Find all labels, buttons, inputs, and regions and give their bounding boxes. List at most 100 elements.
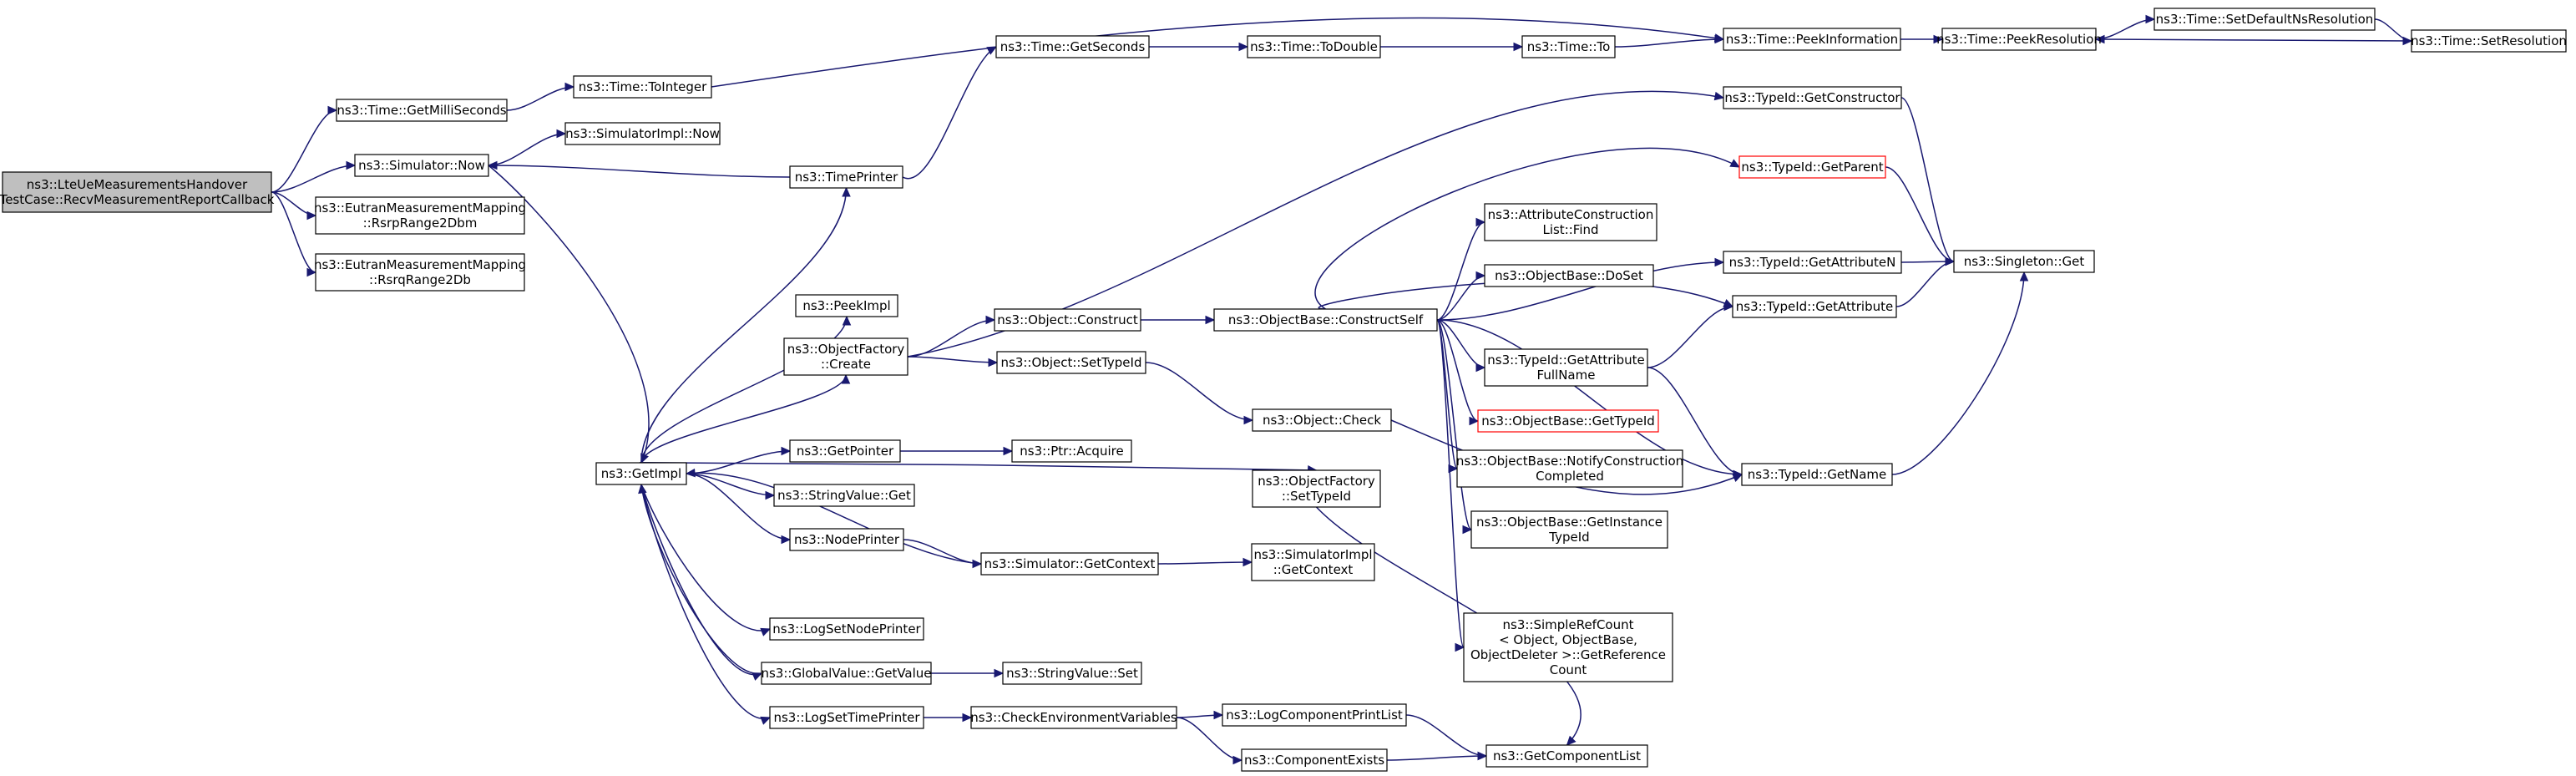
- graph-node-n38[interactable]: ns3::StringValue::Get: [773, 484, 915, 507]
- graph-node-n27[interactable]: ns3::TypeId::GetAttributeN: [1723, 251, 1902, 274]
- edge-n15-n12: [902, 46, 997, 180]
- graph-node-n45[interactable]: ns3::LogSetTimePrinter: [769, 706, 924, 729]
- graph-node-n31[interactable]: ns3::ObjectBase::GetTypeId: [1477, 409, 1659, 433]
- node-label: ns3::EutranMeasurementMapping: [314, 257, 526, 272]
- graph-node-n42[interactable]: ns3::LogSetNodePrinter: [769, 617, 924, 641]
- node-box: [1953, 250, 2095, 273]
- graph-node-n26[interactable]: ns3::ObjectBase::DoSet: [1484, 264, 1654, 287]
- arrowhead-n19-n34: [1462, 525, 1473, 535]
- node-label: Completed: [1536, 469, 1604, 484]
- arrowhead-n46-n48: [1232, 755, 1243, 765]
- arrowhead-n46-n47: [1213, 710, 1224, 720]
- node-box: [1456, 449, 1683, 488]
- graph-node-n10[interactable]: ns3::EutranMeasurementMapping::RsrpRange…: [314, 196, 526, 235]
- graph-node-n37[interactable]: ns3::Ptr::Acquire: [1011, 439, 1132, 463]
- graph-node-n13[interactable]: ns3::Time::ToDouble: [1247, 35, 1381, 58]
- graph-node-n2[interactable]: ns3::Time::ToInteger: [573, 75, 712, 99]
- node-label: ns3::SimulatorImpl::Now: [565, 126, 720, 141]
- node-box: [1222, 703, 1407, 727]
- graph-node-n18[interactable]: ns3::Object::Construct: [994, 308, 1141, 332]
- graph-node-n48[interactable]: ns3::ComponentExists: [1241, 748, 1388, 772]
- arrowhead-n14-n3: [1714, 34, 1725, 44]
- node-label: ns3::Simulator::GetContext: [984, 556, 1156, 571]
- graph-node-n39[interactable]: ns3::NodePrinter: [789, 528, 904, 551]
- node-box: [1477, 409, 1659, 433]
- graph-node-n32[interactable]: ns3::ObjectBase::NotifyConstructionCompl…: [1456, 449, 1683, 488]
- edge-n39-n40: [903, 539, 982, 565]
- graph-node-n29[interactable]: ns3::Singleton::Get: [1953, 250, 2095, 273]
- graph-node-n43[interactable]: ns3::GlobalValue::GetValue: [761, 662, 932, 685]
- graph-node-n24[interactable]: ns3::TypeId::GetParent: [1738, 155, 1886, 179]
- graph-node-n14[interactable]: ns3::Time::To: [1521, 35, 1616, 58]
- graph-node-n4[interactable]: ns3::Time::PeekResolution: [1936, 28, 2102, 51]
- node-label: ns3::TypeId::GetName: [1748, 467, 1886, 482]
- edge-n19-n34: [1436, 319, 1472, 530]
- node-label: ns3::Time::PeekResolution: [1936, 32, 2102, 47]
- graph-node-n22[interactable]: ns3::ObjectFactory::SetTypeId: [1252, 469, 1381, 508]
- graph-node-n11[interactable]: ns3::EutranMeasurementMapping::RsrqRange…: [314, 253, 526, 292]
- edge-n19-n33: [1436, 319, 1743, 475]
- graph-node-n15[interactable]: ns3::TimePrinter: [789, 165, 903, 189]
- node-label: ns3::LteUeMeasurementsHandover: [27, 177, 248, 192]
- arrowhead-n9-n17: [841, 373, 851, 384]
- graph-node-n49[interactable]: ns3::GetComponentList: [1485, 744, 1648, 768]
- graph-node-n40[interactable]: ns3::Simulator::GetContext: [980, 552, 1159, 576]
- graph-node-n33[interactable]: ns3::TypeId::GetName: [1741, 463, 1893, 486]
- graph-node-n6[interactable]: ns3::Time::SetResolution: [2411, 29, 2567, 53]
- graph-node-n21[interactable]: ns3::Object::Check: [1252, 408, 1392, 432]
- graph-node-n8[interactable]: ns3::SimulatorImpl::Now: [564, 122, 721, 145]
- node-box: [1484, 203, 1657, 241]
- edge-n17-n20: [907, 356, 998, 363]
- node-box: [1723, 28, 1901, 51]
- node-box: [970, 706, 1177, 729]
- node-label: ns3::Time::ToInteger: [579, 79, 707, 94]
- graph-node-n3[interactable]: ns3::Time::PeekInformation: [1723, 28, 1901, 51]
- arrowhead-n48-n49: [1477, 751, 1488, 761]
- node-box: [994, 308, 1141, 332]
- node-label: FullName: [1537, 368, 1596, 383]
- edge-n20-n21: [1145, 362, 1253, 421]
- node-box: [1470, 510, 1668, 549]
- graph-node-n47[interactable]: ns3::LogComponentPrintList: [1222, 703, 1407, 727]
- graph-node-n36[interactable]: ns3::GetPointer: [789, 439, 901, 463]
- graph-node-n16[interactable]: ns3::PeekImpl: [795, 294, 898, 317]
- graph-node-n1[interactable]: ns3::Time::GetMilliSeconds: [336, 99, 508, 122]
- graph-node-n19[interactable]: ns3::ObjectBase::ConstructSelf: [1213, 308, 1438, 332]
- node-label: ns3::StringValue::Get: [777, 488, 911, 503]
- graph-node-n12[interactable]: ns3::Time::GetSeconds: [995, 35, 1150, 58]
- node-label: ns3::ObjectBase::GetTypeId: [1481, 413, 1655, 429]
- graph-node-n35[interactable]: ns3::SimpleRefCount< Object, ObjectBase,…: [1463, 612, 1673, 682]
- graph-node-n28[interactable]: ns3::TypeId::GetAttribute: [1732, 295, 1897, 318]
- arrowhead-n18-n19: [1205, 315, 1216, 325]
- node-box: [573, 75, 712, 99]
- graph-node-n20[interactable]: ns3::Object::SetTypeId: [996, 351, 1146, 374]
- graph-node-n17[interactable]: ns3::ObjectFactory::Create: [783, 337, 908, 376]
- graph-node-n23[interactable]: ns3::TypeId::GetConstructor: [1723, 86, 1902, 109]
- graph-node-n46[interactable]: ns3::CheckEnvironmentVariables: [970, 706, 1177, 729]
- node-label: ns3::TypeId::GetAttributeN: [1729, 255, 1896, 270]
- node-label: ns3::TypeId::GetConstructor: [1724, 90, 1900, 105]
- node-label: ns3::GetImpl: [601, 466, 681, 481]
- node-label: ns3::Object::Construct: [997, 312, 1138, 327]
- graph-node-n44[interactable]: ns3::StringValue::Set: [1002, 662, 1142, 685]
- node-label: ns3::CheckEnvironmentVariables: [970, 710, 1177, 725]
- graph-node-n7[interactable]: ns3::Simulator::Now: [354, 154, 489, 177]
- node-label: ns3::StringValue::Set: [1006, 666, 1138, 681]
- node-label: ns3::Object::Check: [1263, 413, 1381, 428]
- arrowhead-n19-n31: [1469, 416, 1480, 426]
- node-box: [1741, 463, 1893, 486]
- node-label: ns3::SimpleRefCount: [1503, 617, 1634, 632]
- node-label: ::RsrpRange2Dbm: [363, 216, 478, 231]
- arrowhead-n9-n38: [765, 490, 776, 500]
- graph-node-root[interactable]: ns3::LteUeMeasurementsHandoverTestCase::…: [0, 171, 275, 213]
- graph-node-n9[interactable]: ns3::GetImpl: [595, 462, 687, 485]
- node-label: ns3::Time::SetDefaultNsResolution: [2156, 12, 2374, 27]
- graph-node-n5[interactable]: ns3::Time::SetDefaultNsResolution: [2153, 8, 2376, 31]
- arrowhead-n19-n30: [1475, 363, 1486, 373]
- node-label: ns3::Time::To: [1527, 39, 1611, 54]
- arrowhead-root-n1: [327, 105, 338, 115]
- graph-node-n41[interactable]: ns3::SimulatorImpl::GetContext: [1251, 543, 1375, 581]
